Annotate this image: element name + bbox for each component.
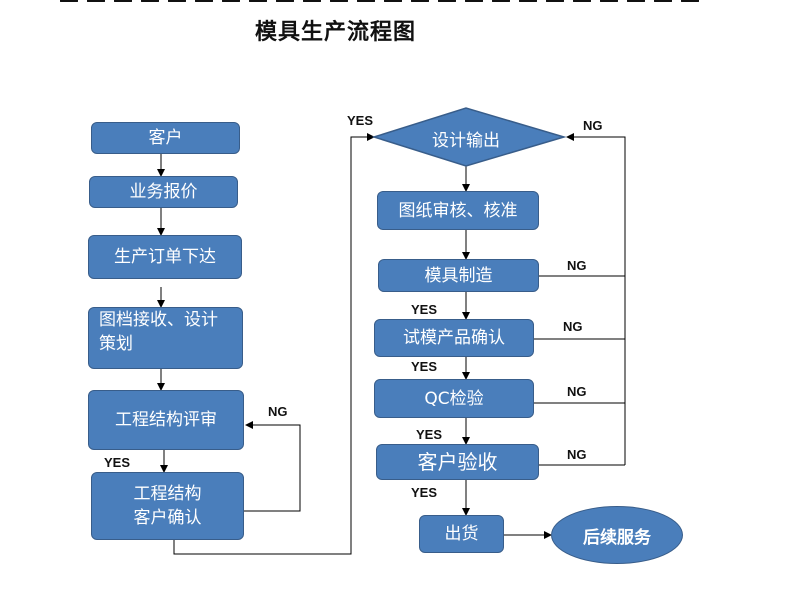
- node-order: 生产订单下达: [88, 235, 242, 279]
- diagram-title: 模具生产流程图: [255, 19, 417, 45]
- node-ship: 出货: [419, 515, 504, 553]
- label-yes-make: YES: [411, 302, 438, 317]
- node-drawing-receive-line1: 图档接收、设计: [99, 310, 218, 330]
- label-ng-acceptance: NG: [567, 447, 587, 462]
- label-yes-acceptance: YES: [411, 485, 438, 500]
- label-ng-make: NG: [567, 258, 587, 273]
- node-eng-confirm-line1: 工程结构: [133, 484, 202, 504]
- node-after-service: 后续服务: [551, 506, 683, 564]
- cropped-header-text: [60, 0, 760, 2]
- node-drawing-receive-line2: 策划: [99, 334, 133, 354]
- node-trial-confirm: 试模产品确认: [374, 319, 534, 357]
- arrow-confirm-to-design-output: [173, 133, 375, 555]
- node-eng-confirm: 工程结构 客户确认: [91, 472, 244, 540]
- node-drawing-receive: 图档接收、设计 策划: [88, 307, 243, 369]
- node-drawing-approve: 图纸审核、核准: [377, 191, 539, 230]
- node-customer: 客户: [91, 122, 240, 154]
- ng-return-to-design-output: [566, 133, 626, 465]
- node-mold-make: 模具制造: [378, 259, 539, 292]
- node-design-output: 设计输出: [432, 131, 500, 151]
- label-ng-trial: NG: [563, 319, 583, 334]
- label-yes-design: YES: [347, 113, 374, 128]
- label-ng-qc: NG: [567, 384, 587, 399]
- node-quote: 业务报价: [89, 176, 238, 208]
- ng-loop-confirm-to-review: [244, 421, 301, 512]
- node-qc: QC检验: [374, 379, 534, 418]
- node-acceptance: 客户验收: [376, 444, 539, 480]
- node-eng-review: 工程结构评审: [88, 390, 244, 450]
- label-ng-design: NG: [583, 118, 603, 133]
- label-ng-review: NG: [268, 404, 288, 419]
- label-yes-qc: YES: [416, 427, 443, 442]
- decision-diamond: [371, 107, 567, 167]
- node-eng-confirm-line2: 客户确认: [133, 508, 202, 528]
- label-yes-review: YES: [104, 455, 131, 470]
- label-yes-trial: YES: [411, 359, 438, 374]
